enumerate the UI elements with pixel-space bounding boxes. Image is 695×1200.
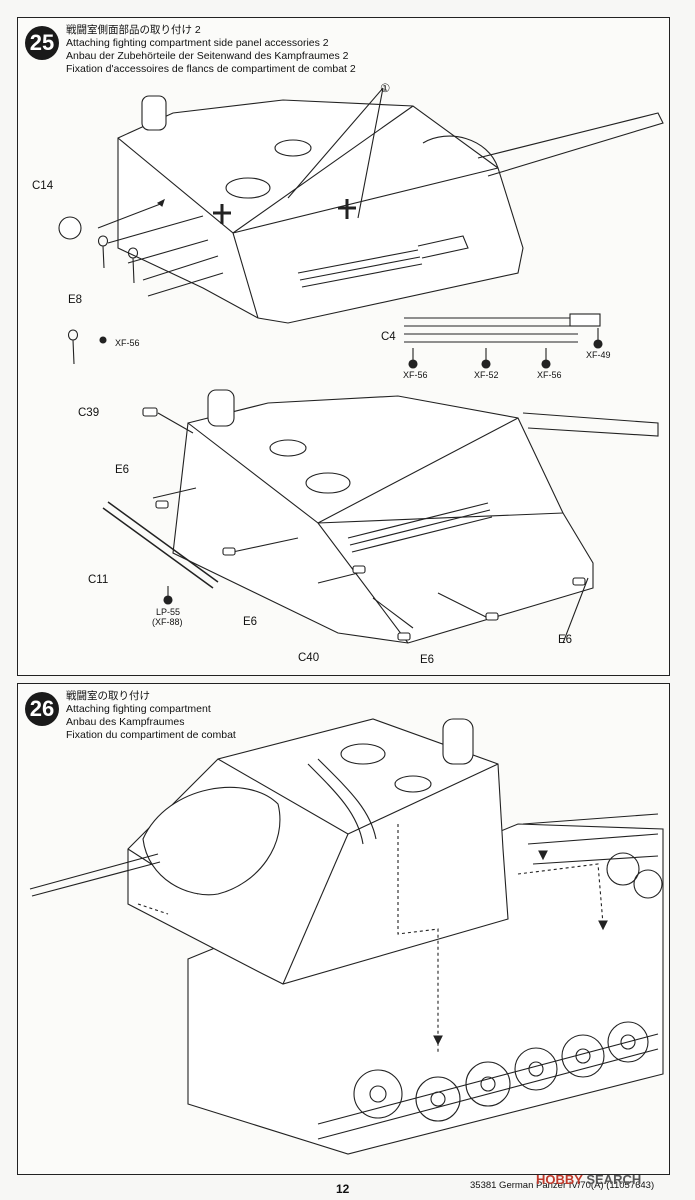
paint-label-xf52: XF-52 <box>474 370 499 380</box>
paint-label-xf88: (XF-88) <box>152 617 183 627</box>
part-label-c14: C14 <box>32 180 54 192</box>
paint-label-xf56-a: XF-56 <box>403 370 428 380</box>
part-label-e6-b: E6 <box>243 616 258 628</box>
step-title-de: Anbau der Zubehörteile der Seitenwand de… <box>66 50 349 62</box>
step-number-badge: 26 <box>25 692 59 726</box>
step-title-ja: 戦闘室側面部品の取り付け 2 <box>66 24 201 36</box>
part-label-c4: C4 <box>381 331 396 343</box>
step-title-fr: Fixation d'accessoires de flancs de comp… <box>66 63 356 75</box>
brand-part-b: SEARCH <box>586 1172 642 1187</box>
paint-label-lp55: LP-55 <box>156 607 181 617</box>
step-title-de: Anbau des Kampfraumes <box>66 716 185 728</box>
step-title-en: Attaching fighting compartment <box>66 703 211 715</box>
watermark-logo: HOBBY SEARCH <box>536 1172 641 1187</box>
part-label-e8: E8 <box>68 294 83 306</box>
step-title-fr: Fixation du compartiment de combat <box>66 729 236 741</box>
callout-circle-1: ① <box>380 83 391 95</box>
step-title-ja: 戦闘室の取り付け <box>66 690 150 702</box>
step-26-panel: 26 戦闘室の取り付け Attaching fighting compartme… <box>17 683 670 1175</box>
step-25-illustration <box>58 87 664 644</box>
paint-label-xf56-b: XF-56 <box>537 370 562 380</box>
step-26-illustration <box>29 718 664 1155</box>
step-title-block: 戦闘室の取り付け Attaching fighting compartment … <box>66 690 236 742</box>
part-label-c40: C40 <box>298 652 320 664</box>
part-label-c39: C39 <box>78 407 100 419</box>
part-label-e6-a: E6 <box>115 464 130 476</box>
step-title-en: Attaching fighting compartment side pane… <box>66 37 329 49</box>
paint-label-xf56-top: XF-56 <box>115 338 140 348</box>
part-label-c11: C11 <box>88 574 109 586</box>
step-25-panel: 25 戦闘室側面部品の取り付け 2 Attaching fighting com… <box>17 17 670 676</box>
part-label-e6-d: E6 <box>558 634 573 646</box>
step-number-badge: 25 <box>25 26 59 60</box>
product-code: 35381 German Panzer IV/70(A) (11057643) <box>470 1180 655 1191</box>
part-label-e6-c: E6 <box>420 654 435 666</box>
page-number: 12 <box>336 1182 350 1196</box>
paint-label-xf49: XF-49 <box>586 350 611 360</box>
brand-part-a: HOBBY <box>536 1172 583 1187</box>
road-wheels <box>353 852 663 1122</box>
step-title-block: 戦闘室側面部品の取り付け 2 Attaching fighting compar… <box>66 24 356 76</box>
